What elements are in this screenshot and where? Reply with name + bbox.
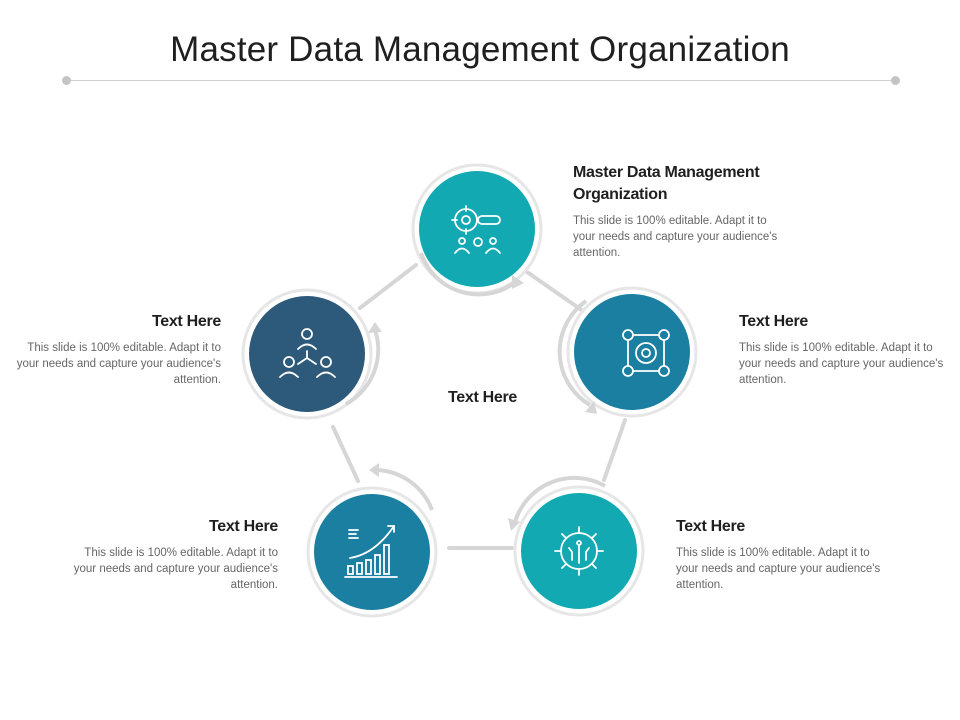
node-right [557,286,698,418]
node-desc-bottom-left: This slide is 100% editable. Adapt it to… [73,547,278,591]
divider-dot-left [62,76,71,85]
label-right: Text Here This slide is 100% editable. A… [739,311,944,388]
org-hierarchy-icon [279,328,336,378]
node-circle-right [574,294,690,410]
node-title-right: Text Here [739,313,809,330]
page-title: Master Data Management Organization [170,30,790,69]
label-bottom-right: Text Here This slide is 100% editable. A… [676,516,881,593]
node-top [411,163,543,297]
node-desc-bottom-right: This slide is 100% editable. Adapt it to… [676,547,881,591]
node-title-left: Text Here [151,313,221,330]
connectors [331,263,627,550]
connector-right-bottomright [602,418,627,482]
node-circle-top [419,171,535,287]
label-top: Master Data Management Organization This… [573,162,823,261]
connector-top-right [525,270,585,313]
node-title-bottom-right: Text Here [676,518,746,535]
search-team-icon [451,205,501,254]
node-desc-left: This slide is 100% editable. Adapt it to… [16,342,221,386]
growth-chart-icon [344,525,398,578]
label-bottom-left: Text Here This slide is 100% editable. A… [73,516,279,593]
node-circle-bottom-left [314,494,430,610]
title-divider [66,80,896,81]
node-bottom-left [306,463,438,618]
center-label: Text Here [447,389,518,406]
node-title-bottom-left: Text Here [208,518,278,535]
cycle-process-icon [622,329,670,377]
node-desc-top: This slide is 100% editable. Adapt it to… [573,215,778,259]
node-title-top: Master Data Management Organization [573,164,760,203]
node-left [241,288,382,420]
connector-left-top [358,263,418,310]
gear-circuit-icon [554,526,604,576]
node-desc-right: This slide is 100% editable. Adapt it to… [739,342,944,386]
node-bottom-right [508,475,645,617]
divider-dot-right [891,76,900,85]
label-left: Text Here This slide is 100% editable. A… [16,311,222,388]
connector-left-bottomleft [331,425,360,483]
